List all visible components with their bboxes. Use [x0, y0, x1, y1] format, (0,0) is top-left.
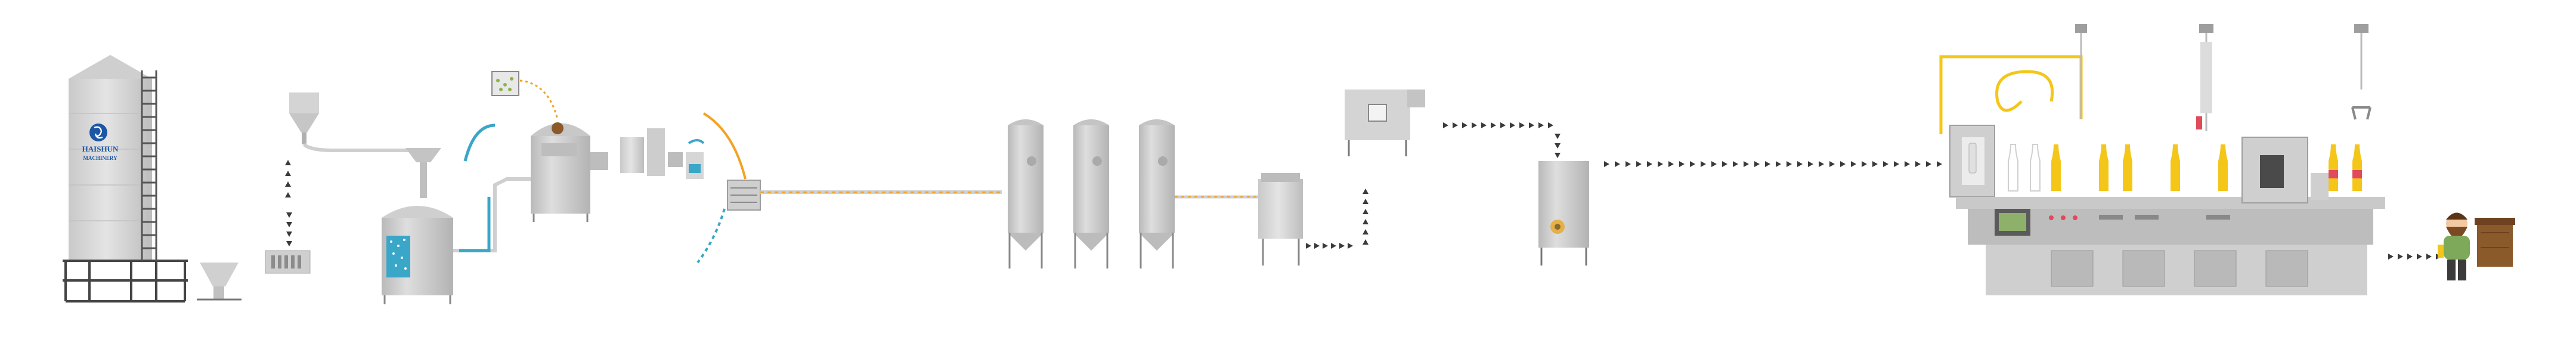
brand-logo-icon	[89, 124, 107, 141]
arrow-column-control	[1363, 189, 1368, 245]
brand-sub: MACHINERY	[83, 155, 117, 161]
malt-mill	[265, 250, 311, 274]
bottling-line-icon	[1939, 24, 2385, 295]
arrow-column-boiler	[1555, 134, 1561, 158]
arrow-row-filling	[1604, 161, 1942, 167]
arrow-row-boiler	[1443, 122, 1553, 128]
arrow-column-mill	[286, 212, 292, 246]
heat-exchanger-icon	[686, 112, 761, 264]
mash-tun-icon	[382, 148, 453, 304]
grain-silo	[63, 55, 188, 303]
person-icon	[2438, 212, 2470, 280]
bottle-icon	[2008, 144, 2362, 192]
whirlpool-tank	[620, 128, 683, 176]
arrow-row-filter	[1306, 243, 1353, 249]
silo-legs	[63, 260, 188, 303]
malt-hopper	[197, 263, 242, 301]
table-icon	[2475, 218, 2515, 267]
arrow-row-consumer	[2388, 254, 2441, 260]
hopper-icon	[289, 92, 319, 144]
hops-dispenser	[491, 71, 559, 120]
kettle-icon	[531, 122, 608, 222]
boiler-icon	[1538, 161, 1589, 266]
brand-name: HAISHUN	[82, 144, 119, 153]
arrow-column	[285, 160, 291, 197]
filter-icon	[1258, 173, 1303, 266]
fermenter-icon	[1008, 119, 1175, 268]
control-box-icon	[1345, 90, 1425, 156]
ladder-icon	[141, 70, 157, 261]
